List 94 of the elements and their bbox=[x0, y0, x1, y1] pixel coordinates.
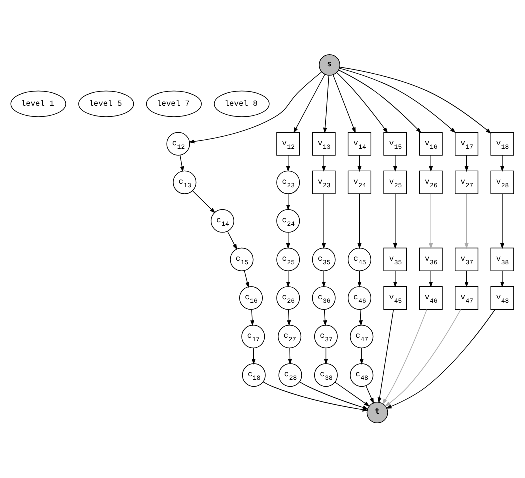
arrow bbox=[429, 270, 434, 288]
node-box: v$_{17}$ bbox=[455, 132, 479, 156]
node-circle: c$_{36}$ bbox=[312, 286, 336, 310]
node-box: v$_{28}$ bbox=[490, 170, 514, 194]
arrow bbox=[323, 75, 330, 134]
arrow bbox=[188, 72, 322, 144]
arrow bbox=[288, 348, 292, 365]
arrow bbox=[192, 190, 216, 214]
node-circle: c$_{28}$ bbox=[278, 364, 302, 388]
arrow bbox=[286, 232, 290, 250]
node-box: v$_{46}$ bbox=[419, 286, 443, 310]
node-circle: c$_{13}$ bbox=[173, 170, 197, 194]
node-circle: c$_{45}$ bbox=[348, 248, 372, 272]
node-circle: c$_{17}$ bbox=[242, 325, 266, 349]
arrow bbox=[358, 194, 362, 250]
arrow bbox=[393, 270, 398, 288]
node-ellipse: level 1 bbox=[10, 90, 66, 118]
node-ellipse: level 8 bbox=[214, 90, 270, 118]
arrow bbox=[286, 155, 290, 172]
arrow bbox=[464, 194, 469, 250]
node-box: v$_{38}$ bbox=[490, 248, 514, 272]
arrow bbox=[322, 155, 326, 172]
arrow bbox=[323, 309, 328, 326]
arrow bbox=[500, 155, 504, 172]
arrow bbox=[464, 270, 469, 288]
node-box: v$_{25}$ bbox=[384, 170, 408, 194]
arrow bbox=[287, 309, 292, 326]
node-circle: c$_{12}$ bbox=[166, 132, 190, 156]
arrow bbox=[429, 155, 434, 172]
node-ellipse: level 5 bbox=[78, 90, 134, 118]
node-circle: c$_{48}$ bbox=[350, 364, 374, 388]
node-circle: c$_{46}$ bbox=[348, 286, 372, 310]
arrow bbox=[180, 155, 184, 172]
node-circle: c$_{25}$ bbox=[276, 248, 300, 272]
node-box: v$_{45}$ bbox=[384, 286, 408, 310]
node-box: v$_{26}$ bbox=[419, 170, 443, 194]
arrow bbox=[359, 309, 363, 326]
arrow bbox=[358, 155, 362, 172]
node-box: v$_{35}$ bbox=[384, 248, 408, 272]
node-box: v$_{36}$ bbox=[419, 248, 443, 272]
arrow bbox=[385, 309, 462, 407]
node-box: v$_{23}$ bbox=[312, 170, 336, 194]
node-box: v$_{14}$ bbox=[348, 132, 372, 156]
node-box: v$_{48}$ bbox=[490, 286, 514, 310]
arrow bbox=[250, 309, 254, 326]
node-box: v$_{18}$ bbox=[490, 132, 514, 156]
node-box: v$_{47}$ bbox=[455, 286, 479, 310]
arrow bbox=[500, 194, 504, 250]
arrow bbox=[386, 310, 496, 409]
arrow bbox=[393, 155, 398, 172]
arrow bbox=[338, 70, 422, 134]
arrow bbox=[366, 386, 374, 404]
arrow bbox=[332, 74, 356, 134]
node-box: v$_{13}$ bbox=[312, 132, 336, 156]
arrow bbox=[500, 270, 504, 288]
node-box: v$_{12}$ bbox=[276, 132, 300, 156]
node-circle: c$_{24}$ bbox=[276, 209, 300, 233]
node-circle: c$_{23}$ bbox=[276, 170, 300, 194]
node-circle: c$_{15}$ bbox=[230, 248, 254, 272]
arrow bbox=[322, 194, 326, 250]
node-circle: c$_{38}$ bbox=[314, 364, 338, 388]
arrow bbox=[286, 270, 290, 288]
node-circle: c$_{18}$ bbox=[242, 364, 266, 388]
arrow bbox=[322, 270, 326, 288]
node-circle: c$_{26}$ bbox=[276, 286, 300, 310]
arrow bbox=[393, 194, 398, 250]
arrow bbox=[227, 231, 238, 250]
node-circle: c$_{27}$ bbox=[278, 325, 302, 349]
node-circle: c$_{16}$ bbox=[239, 286, 264, 310]
node-circle: c$_{47}$ bbox=[350, 325, 374, 349]
arrow bbox=[335, 382, 370, 407]
node-circle: c$_{37}$ bbox=[314, 325, 338, 349]
arrow bbox=[324, 348, 328, 365]
arrow bbox=[339, 68, 456, 134]
arrow bbox=[358, 270, 362, 288]
arrow bbox=[336, 72, 388, 134]
node-box: v$_{27}$ bbox=[455, 170, 479, 194]
arrow bbox=[286, 194, 290, 211]
arrow bbox=[244, 270, 250, 288]
node-ellipse: level 7 bbox=[146, 90, 202, 118]
arrow bbox=[294, 74, 326, 134]
arrow bbox=[252, 348, 256, 365]
arrow bbox=[299, 382, 369, 410]
node-box: v$_{15}$ bbox=[384, 132, 408, 156]
node-circle: c$_{35}$ bbox=[312, 248, 336, 272]
arrow bbox=[429, 194, 434, 250]
arrow bbox=[360, 348, 364, 365]
node-box: v$_{24}$ bbox=[348, 170, 372, 194]
arrow bbox=[378, 309, 394, 404]
node-box: v$_{37}$ bbox=[455, 248, 479, 272]
arrow bbox=[382, 309, 428, 405]
node-box: v$_{16}$ bbox=[419, 132, 443, 156]
arrow bbox=[464, 155, 469, 172]
arrow bbox=[340, 67, 492, 134]
